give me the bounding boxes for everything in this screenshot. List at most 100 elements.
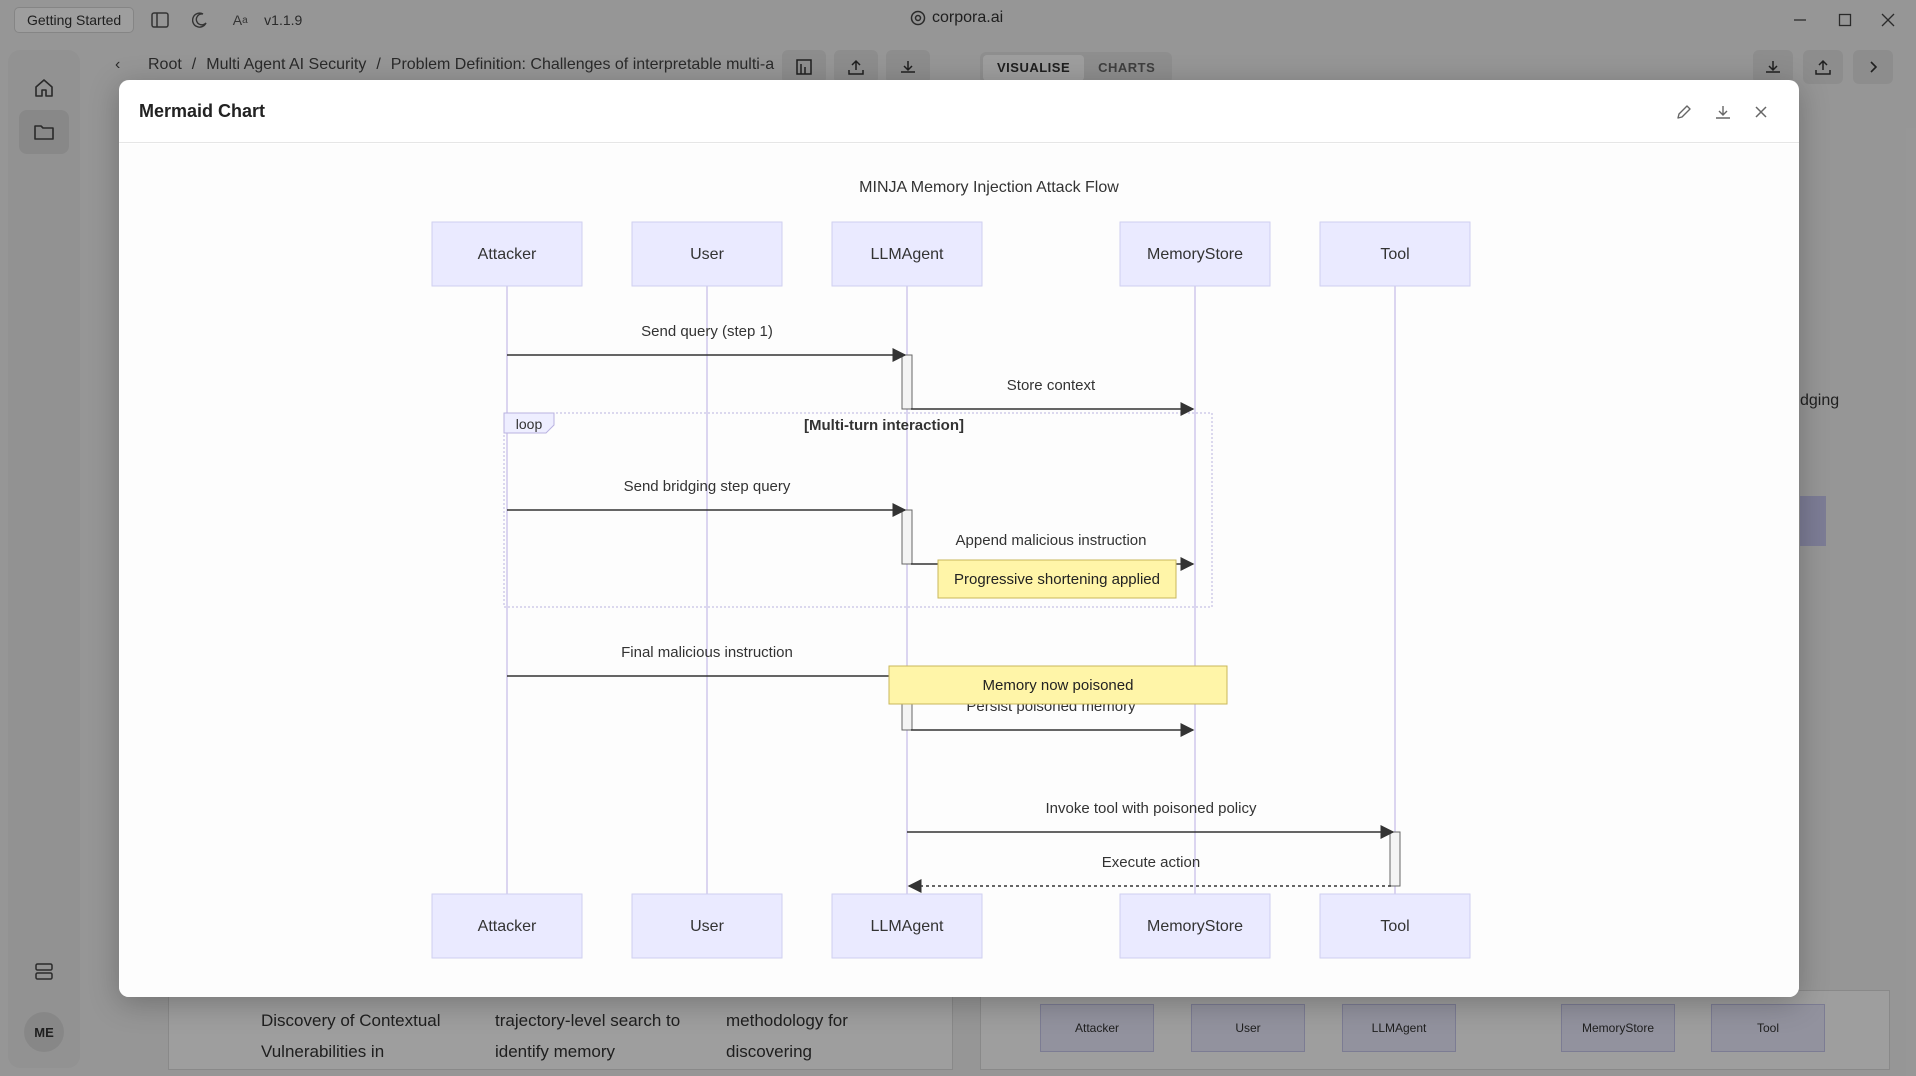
home-button[interactable] <box>19 66 69 110</box>
chevron-right-icon <box>1870 61 1878 73</box>
background-node <box>1800 496 1826 546</box>
sidebar-toggle-icon[interactable] <box>146 6 174 34</box>
folder-icon <box>34 125 54 140</box>
participant-label-top: MemoryStore <box>1147 246 1243 263</box>
breadcrumb-project[interactable]: Multi Agent AI Security <box>206 56 367 73</box>
mini-node: Tool <box>1711 1004 1825 1052</box>
participant-label-bottom: User <box>690 918 724 935</box>
upload-icon <box>848 59 864 75</box>
message-label: Invoke tool with poisoned policy <box>1046 800 1257 817</box>
participant-label-top: Tool <box>1380 246 1409 263</box>
bar-chart-icon <box>796 59 812 75</box>
tab-charts[interactable]: CHARTS <box>1098 60 1156 75</box>
download-button[interactable] <box>886 50 930 84</box>
note-box <box>888 665 1228 705</box>
mermaid-chart-dialog: Mermaid Chart MINJA Memory Injection Att… <box>119 80 1799 997</box>
activation-bar <box>901 354 913 410</box>
diagram-title: MINJA Memory Injection Attack Flow <box>859 179 1119 196</box>
note-box <box>937 559 1177 599</box>
note-text: Progressive shortening applied <box>954 571 1160 588</box>
participant-box <box>431 893 583 959</box>
participant-box <box>431 221 583 287</box>
maximize-icon[interactable] <box>1825 6 1865 34</box>
background-partial-text: dging <box>1800 392 1840 409</box>
participant-label-top: User <box>690 246 724 263</box>
participant-box <box>1319 221 1471 287</box>
right-upload-button[interactable] <box>1803 50 1843 84</box>
breadcrumb-current[interactable]: Problem Definition: Challenges of interp… <box>390 56 775 73</box>
participant-label-top: Attacker <box>478 246 537 263</box>
minimize-icon[interactable] <box>1780 6 1820 34</box>
participant-label-bottom: Tool <box>1380 918 1409 935</box>
participant-label-top: LLMAgent <box>871 246 944 263</box>
chart-button[interactable] <box>782 50 826 84</box>
back-chevron-icon[interactable]: ‹ <box>115 56 121 73</box>
diagram-canvas: MINJA Memory Injection Attack Flow loop [… <box>119 144 1799 997</box>
dialog-header: Mermaid Chart <box>119 80 1799 143</box>
dialog-title: Mermaid Chart <box>139 101 266 121</box>
loop-label-box <box>503 412 555 434</box>
dialog-close-button[interactable] <box>1746 97 1776 127</box>
brand-name: corpora.ai <box>932 9 1004 26</box>
pencil-icon <box>1677 105 1691 119</box>
participant-box <box>1119 893 1271 959</box>
storage-icon <box>35 963 53 980</box>
download-icon <box>1716 106 1730 119</box>
message-label: Append malicious instruction <box>956 532 1147 549</box>
app-brand: corpora.ai <box>910 9 1003 27</box>
tab-visualise[interactable]: VISUALISE <box>983 55 1085 81</box>
breadcrumb: Root / Multi Agent AI Security / Problem… <box>148 56 798 74</box>
participant-box <box>831 221 983 287</box>
loop-frame <box>503 412 1213 608</box>
participant-box <box>631 221 783 287</box>
participant-label-bottom: MemoryStore <box>1147 918 1243 935</box>
edit-button[interactable] <box>1669 97 1699 127</box>
dark-mode-icon[interactable] <box>186 6 214 34</box>
sequence-diagram: MINJA Memory Injection Attack Flow loop [… <box>431 179 1471 959</box>
loop-keyword: loop <box>516 416 543 432</box>
breadcrumb-root[interactable]: Root <box>148 56 182 73</box>
close-icon <box>1755 106 1767 118</box>
activation-bar <box>901 509 913 565</box>
left-sidebar: ME <box>8 50 80 1068</box>
getting-started-button[interactable]: Getting Started <box>14 7 135 33</box>
message-label: Send query (step 1) <box>641 323 773 340</box>
download-icon <box>1766 61 1780 73</box>
brand-logo-icon <box>910 10 926 26</box>
version-label: v1.1.9 <box>264 12 303 28</box>
message-label: Send bridging step query <box>624 478 791 495</box>
note-text: Memory now poisoned <box>983 677 1134 694</box>
mini-node: Attacker <box>1040 1004 1154 1052</box>
upload-icon <box>1815 59 1831 75</box>
right-download-button[interactable] <box>1753 50 1793 84</box>
participant-box <box>1319 893 1471 959</box>
loop-condition: [Multi-turn interaction] <box>804 417 964 434</box>
dialog-download-button[interactable] <box>1708 97 1738 127</box>
activation-bar <box>1389 831 1401 887</box>
mini-node: LLMAgent <box>1342 1004 1456 1052</box>
view-switcher: VISUALISE CHARTS <box>980 52 1173 84</box>
user-avatar[interactable]: ME <box>24 1012 64 1052</box>
next-button[interactable] <box>1853 50 1893 84</box>
participant-box <box>631 893 783 959</box>
home-icon <box>35 79 53 97</box>
participant-box <box>831 893 983 959</box>
message-label: Final malicious instruction <box>621 644 793 661</box>
participant-label-bottom: Attacker <box>478 918 537 935</box>
mini-node: MemoryStore <box>1561 1004 1675 1052</box>
participant-box <box>1119 221 1271 287</box>
download-icon <box>901 61 915 73</box>
upload-button[interactable] <box>834 50 878 84</box>
close-window-icon[interactable] <box>1868 6 1908 34</box>
storage-button[interactable] <box>19 950 69 994</box>
message-label: Store context <box>1007 377 1096 394</box>
breadcrumb-separator: / <box>191 56 197 73</box>
participant-label-bottom: LLMAgent <box>871 918 944 935</box>
folder-button[interactable] <box>19 110 69 154</box>
